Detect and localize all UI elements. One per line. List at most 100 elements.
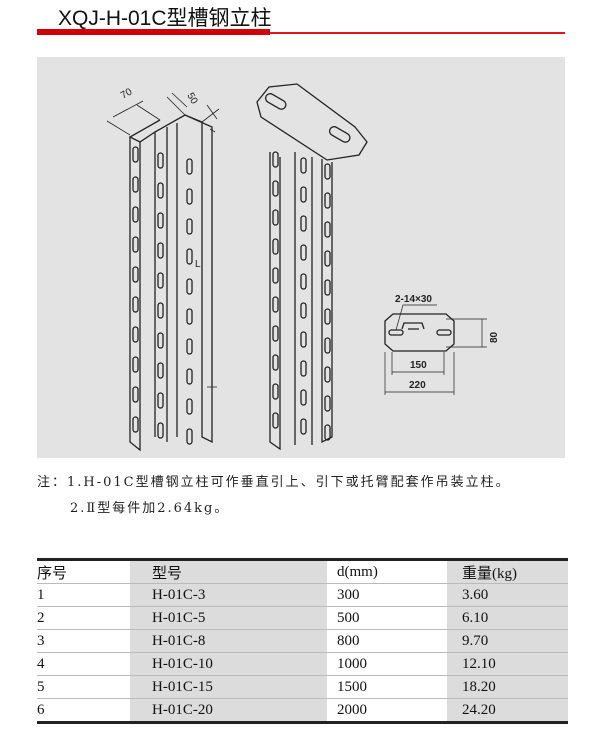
page-title: XQJ-H-01C型槽钢立柱 [58,7,272,30]
slot-hole [324,221,331,238]
title-underline-thick [37,29,270,35]
table-cell: 300 [327,583,447,607]
slot-hole [186,368,193,385]
slot-hole [132,416,139,433]
slot-hole [272,325,279,342]
slot-hole [300,331,307,348]
table-cell: H-01C-10 [130,652,327,676]
dim-length-label: L [195,259,201,270]
table-cell: 18.20 [447,675,568,699]
slot-hole [186,398,193,415]
slot-hole [272,267,279,284]
slot-hole [186,338,193,355]
table-cell: 1 [37,583,130,607]
slot-hole [324,279,331,296]
table-cell: 800 [327,629,447,653]
table-cell: H-01C-3 [130,583,327,607]
slot-hole [300,302,307,319]
slot-hole [157,362,164,379]
slot-hole [132,326,139,343]
column-with-plate-drawing [256,83,368,451]
table-cell: H-01C-15 [130,675,327,699]
slot-hole [300,157,307,174]
slot-hole [157,152,164,169]
table-cell: 6.10 [447,606,568,630]
table-cell: 500 [327,606,447,630]
hole-spacing-label: 150 [410,360,427,371]
slot-hole [157,182,164,199]
slot-hole [157,302,164,319]
slot-hole [272,238,279,255]
slot-hole [157,332,164,349]
table-cell: 3 [37,629,130,653]
dim-width-label: 70 [119,86,135,101]
slot-hole [132,206,139,223]
col-header: 型号 [130,559,327,584]
table-header-row: 序号 型号 d(mm) 重量(kg) [37,559,568,584]
slot-hole [157,212,164,229]
slot-hole [300,273,307,290]
hole-spec-label: 2-14×30 [395,294,432,305]
slot-hole [157,392,164,409]
slot-hole [157,242,164,259]
col-header: d(mm) [327,559,447,584]
dim-depth-label: 50 [184,91,199,107]
slot-hole [272,296,279,313]
slot-hole [324,337,331,354]
technical-drawing: 70 50 L 2-14×30 80 150 220 [37,57,565,458]
table-cell: H-01C-20 [130,698,327,723]
slot-hole [324,192,331,209]
table-cell: 12.10 [447,652,568,676]
slot-hole [272,151,279,168]
slot-hole [272,383,279,400]
table-cell: 4 [37,652,130,676]
slot-hole [157,272,164,289]
channel-column-drawing [128,114,213,452]
table-cell: 6 [37,701,45,718]
slot-hole [132,146,139,163]
slot-hole [324,163,331,180]
slot-hole [132,296,139,313]
table-cell: 1000 [327,652,447,676]
table-cell: 3.60 [447,583,568,607]
plate-width-label: 220 [409,380,426,391]
slot-hole [300,244,307,261]
slot-hole [132,386,139,403]
dimension-lines [106,92,220,388]
slot-hole [300,389,307,406]
col-header: 序号 [37,559,130,584]
table-cell: 9.70 [447,629,568,653]
plate-detail-drawing: 2-14×30 80 150 220 [384,294,500,395]
slot-hole [157,422,164,439]
slot-hole [186,188,193,205]
slot-hole [300,215,307,232]
col-header: 重量(kg) [447,559,568,584]
slot-hole [300,360,307,377]
notes: 注：1.H-01C型槽钢立柱可作垂直引上、引下或托臂配套作吊装立柱。 2.Ⅱ型每… [37,470,511,522]
slot-hole [132,266,139,283]
slot-hole [132,176,139,193]
table-cell: H-01C-5 [130,606,327,630]
slot-hole [272,180,279,197]
slot-hole [272,354,279,371]
slot-hole [324,395,331,412]
table-cell: 24.20 [447,698,568,723]
slot-hole [324,424,331,441]
slot-hole [300,186,307,203]
slot-hole [324,308,331,325]
slot-hole [300,418,307,435]
table-cell: 1500 [327,675,447,699]
slot-hole [132,236,139,253]
slot-hole [186,158,193,175]
table-cell: 2 [37,606,130,630]
plate-height-label: 80 [489,331,500,343]
note-2: 2.Ⅱ型每件加2.64kg。 [70,501,230,516]
slot-hole [132,356,139,373]
slot-hole [186,308,193,325]
